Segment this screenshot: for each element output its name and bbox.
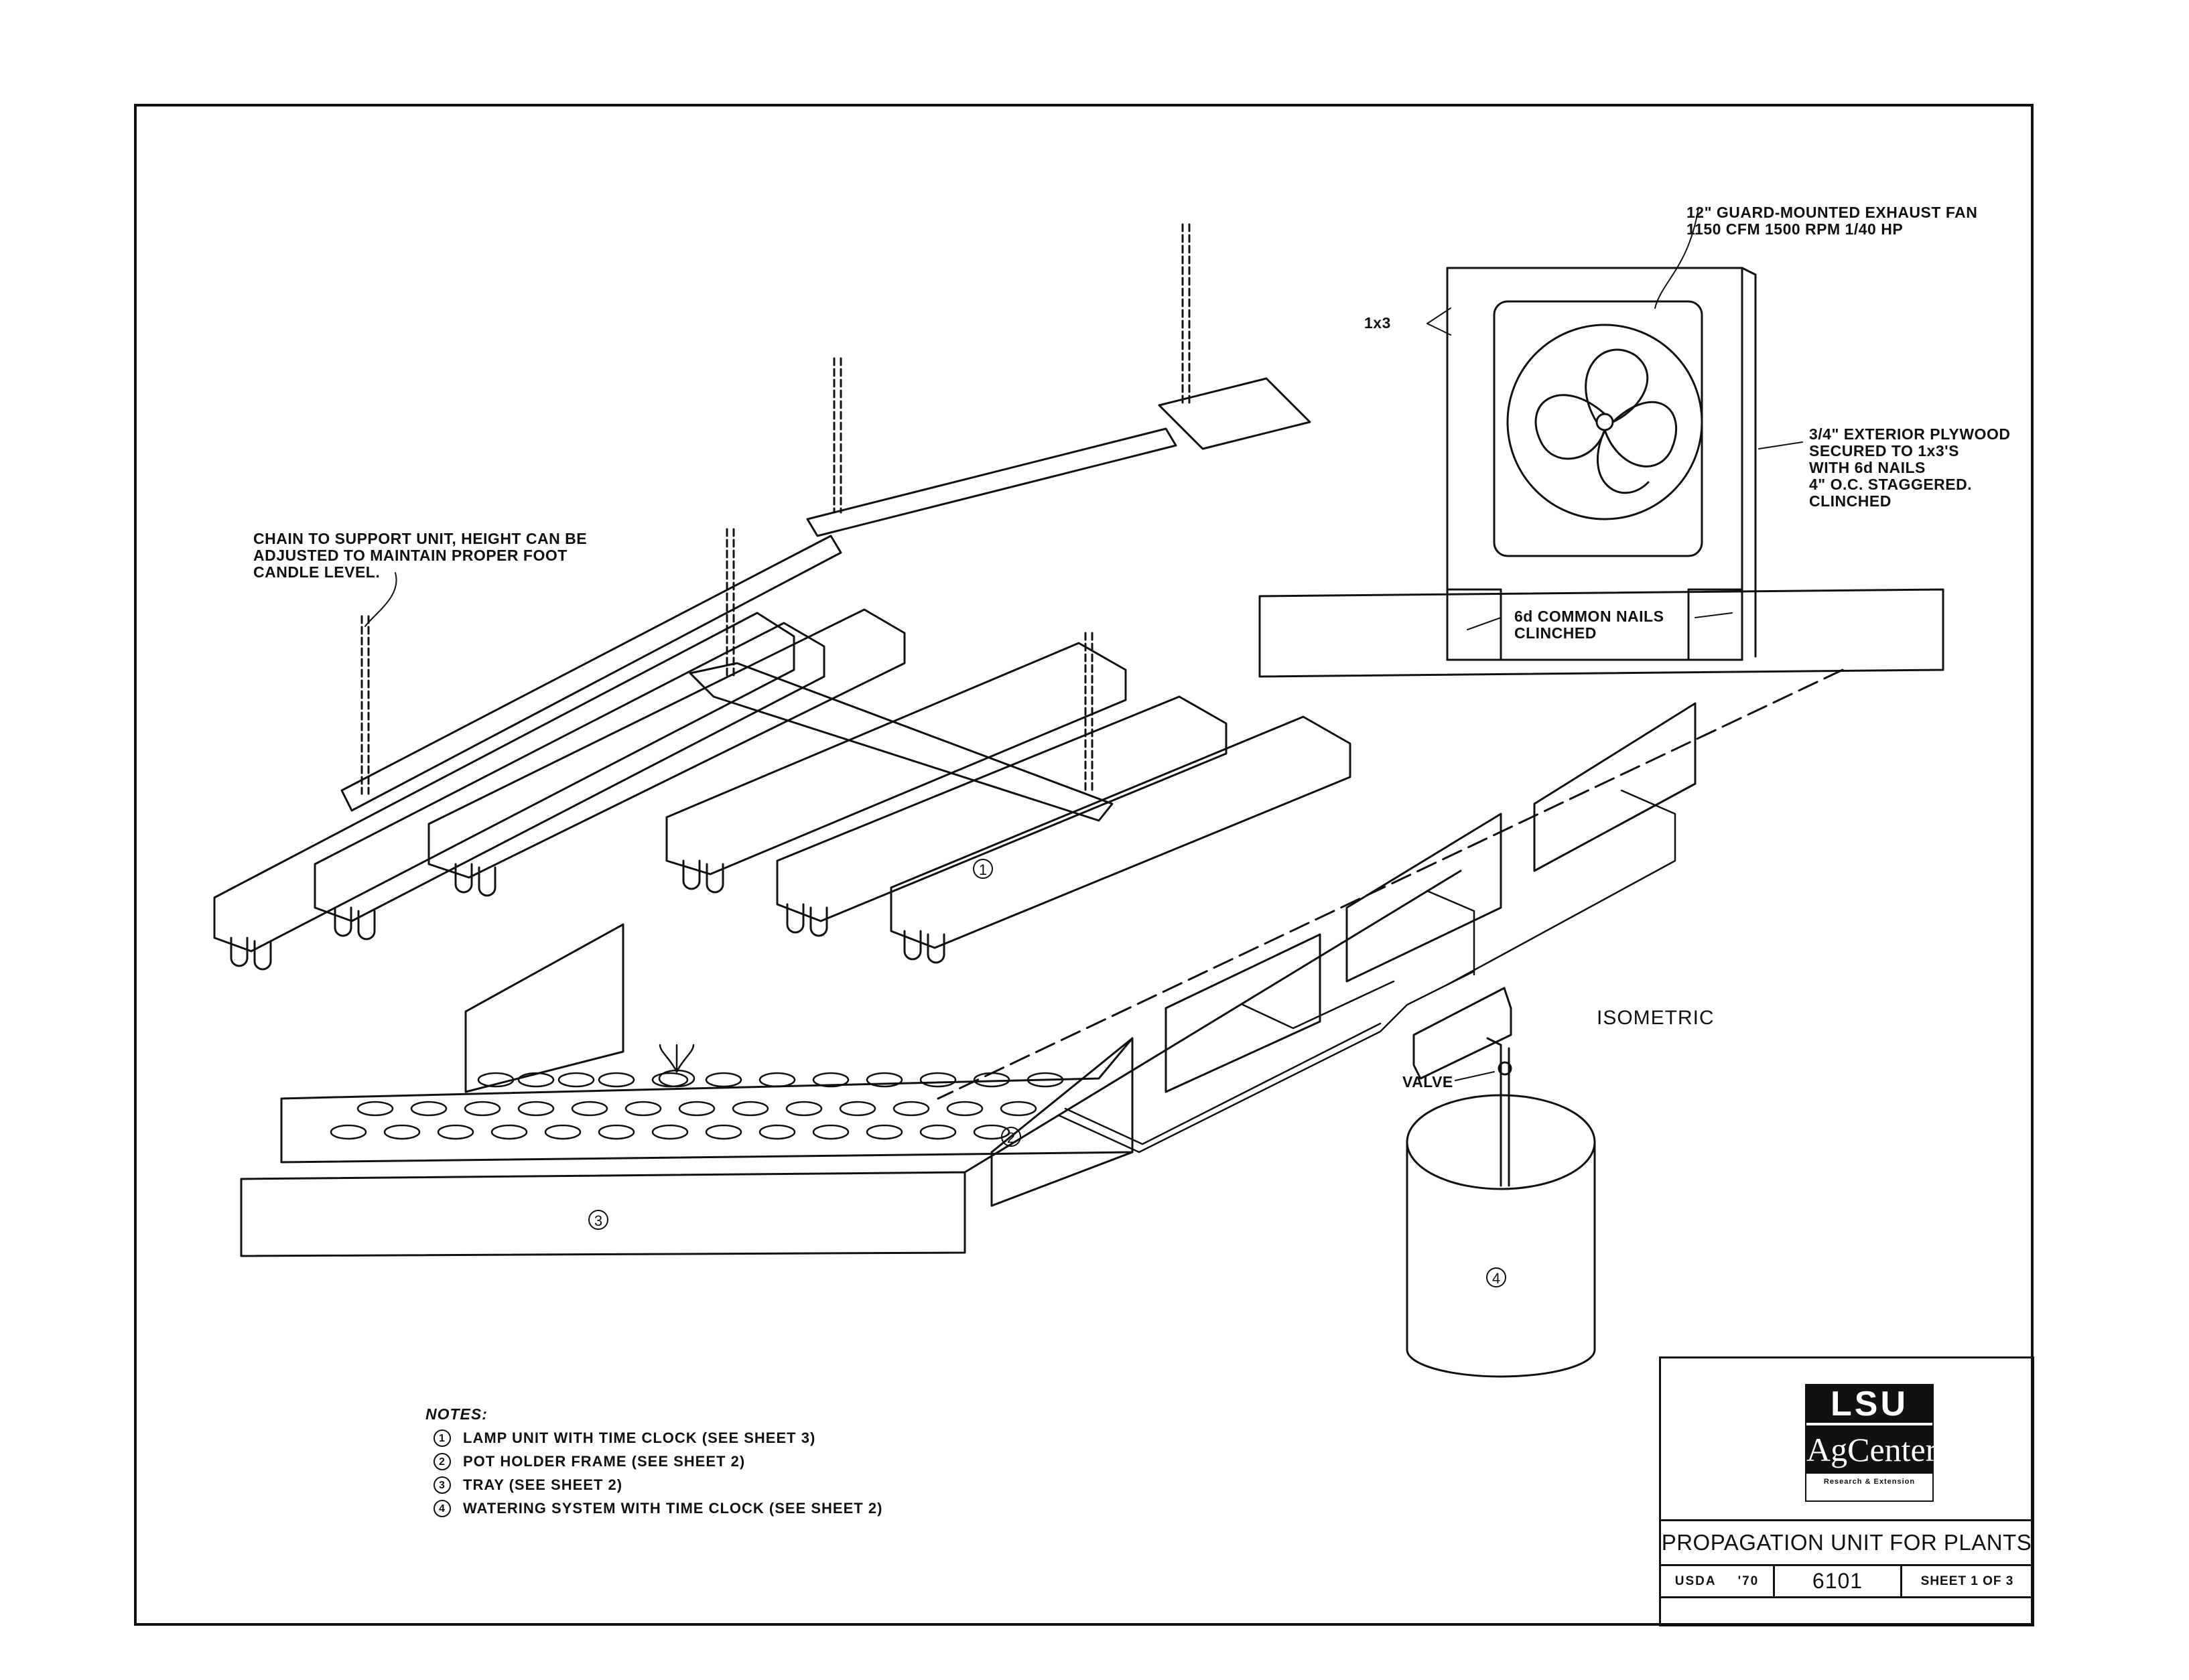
lamp-fixtures — [213, 608, 1351, 953]
note-text: POT HOLDER FRAME (SEE SHEET 2) — [463, 1453, 746, 1470]
drawing-title: PROPAGATION UNIT FOR PLANTS — [1661, 1519, 2032, 1566]
support-chains — [360, 223, 1191, 795]
plan-number: 6101 — [1775, 1566, 1902, 1596]
note-item: 2 POT HOLDER FRAME (SEE SHEET 2) — [434, 1453, 882, 1470]
leader-lines — [364, 207, 1803, 1081]
logo-subtitle: Research & Extension — [1823, 1478, 1916, 1486]
title-block: LSU AgCenter Research & Extension PROPAG… — [1659, 1356, 2034, 1626]
chain-note-label: CHAIN TO SUPPORT UNIT, HEIGHT CAN BE ADJ… — [253, 530, 588, 581]
lamp-bulb-ends — [230, 859, 945, 971]
lsu-agcenter-logo: LSU AgCenter Research & Extension — [1805, 1384, 1936, 1502]
note-item: 1 LAMP UNIT WITH TIME CLOCK (SEE SHEET 3… — [434, 1429, 882, 1447]
water-tank — [1406, 1094, 1596, 1378]
plywood-note-label: 3/4" EXTERIOR PLYWOOD SECURED TO 1x3'S W… — [1809, 425, 2011, 510]
logo-area: LSU AgCenter Research & Extension — [1661, 1358, 2032, 1519]
notes-block: NOTES: 1 LAMP UNIT WITH TIME CLOCK (SEE … — [425, 1405, 882, 1517]
note-item: 3 TRAY (SEE SHEET 2) — [434, 1476, 882, 1494]
tray-frame — [240, 588, 1944, 1257]
note-text: TRAY (SEE SHEET 2) — [463, 1476, 623, 1493]
fan-frame — [1446, 267, 1757, 661]
callout-3: 3 — [588, 1210, 608, 1230]
valve-manifold — [1412, 987, 1512, 1187]
riser-panels — [1165, 702, 1697, 1093]
nails-note-label: 6d COMMON NAILS CLINCHED — [1514, 608, 1664, 642]
view-label: ISOMETRIC — [1597, 1007, 1715, 1029]
note-text: WATERING SYSTEM WITH TIME CLOCK (SEE SHE… — [463, 1500, 883, 1517]
pot-holes — [330, 1072, 1064, 1140]
callout-1: 1 — [973, 859, 993, 879]
note-number: 4 — [434, 1500, 451, 1517]
upper-angle-bars — [340, 377, 1311, 822]
note-number: 1 — [434, 1429, 451, 1447]
sheet-number: SHEET 1 OF 3 — [1920, 1573, 2014, 1588]
pot-holder-frame — [280, 923, 1134, 1207]
org-text: USDA — [1674, 1573, 1717, 1588]
valve-label: VALVE — [1402, 1073, 1453, 1091]
exhaust-fan — [1506, 324, 1703, 520]
org-year-cell: USDA '70 — [1661, 1566, 1775, 1596]
lumber-label: 1x3 — [1364, 314, 1391, 332]
callout-4: 4 — [1486, 1267, 1506, 1287]
note-text: LAMP UNIT WITH TIME CLOCK (SEE SHEET 3) — [463, 1429, 816, 1446]
callout-2: 2 — [1001, 1127, 1021, 1147]
fan-spec-label: 12" GUARD-MOUNTED EXHAUST FAN 1150 CFM 1… — [1686, 204, 1978, 238]
logo-lsu-text: LSU — [1806, 1385, 1932, 1423]
note-item: 4 WATERING SYSTEM WITH TIME CLOCK (SEE S… — [434, 1500, 882, 1517]
notes-title: NOTES: — [425, 1405, 488, 1423]
year-text: '70 — [1737, 1573, 1760, 1588]
note-number: 3 — [434, 1476, 451, 1494]
seedling — [658, 1044, 695, 1088]
title-block-info-row: USDA '70 6101 SHEET 1 OF 3 — [1661, 1566, 2032, 1598]
water-pipes — [1057, 789, 1676, 1153]
note-number: 2 — [434, 1453, 451, 1470]
drawing-sheet-border — [134, 104, 2034, 1626]
logo-agcenter-text: AgCenter — [1806, 1425, 1936, 1474]
